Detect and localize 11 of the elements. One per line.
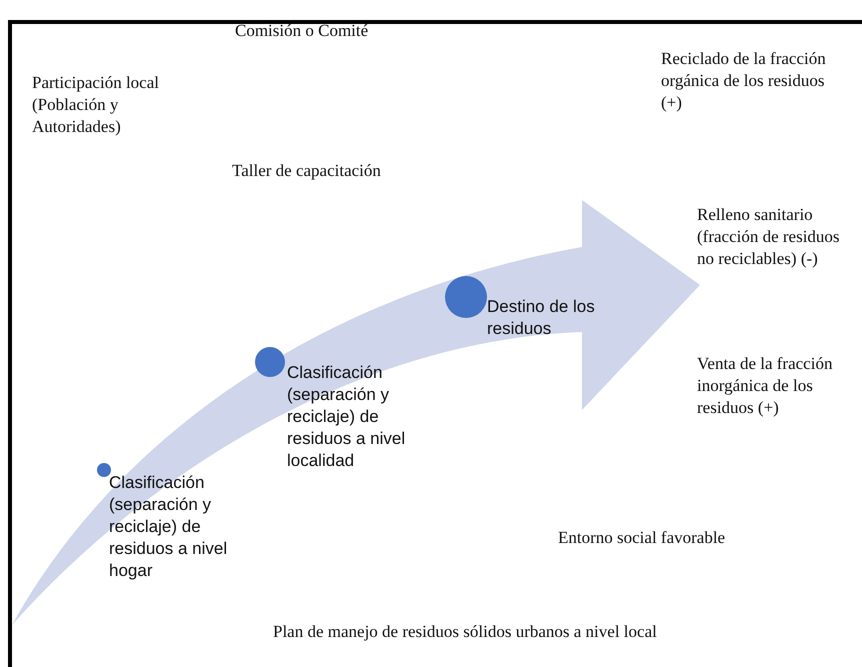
outcome-label: Reciclado de la fracción orgánica de los residuos (+) xyxy=(661,48,827,114)
stage-label: Clasificación (separación y reciclaje) de residuos a nivel localidad xyxy=(287,362,406,472)
outcome-label: Relleno sanitario (fracción de residuos no reciclables) (-) xyxy=(697,204,841,270)
outcome-label: Venta de la fracción inorgánica de los residuos (+) xyxy=(697,353,834,419)
group-label: Comisión o Comité xyxy=(235,20,370,42)
context-label: Entorno social favorable xyxy=(558,527,726,549)
plan-label: Plan de manejo de residuos sólidos urbanos a nivel local xyxy=(273,621,658,643)
group-label: Participación local (Población y Autoridades) xyxy=(32,72,160,138)
activity-label: Taller de capacitación xyxy=(232,160,382,182)
stage-label: Destino de los residuos xyxy=(487,296,596,340)
stage-label: Clasificación (separación y reciclaje) de residuos a nivel hogar xyxy=(109,472,228,582)
